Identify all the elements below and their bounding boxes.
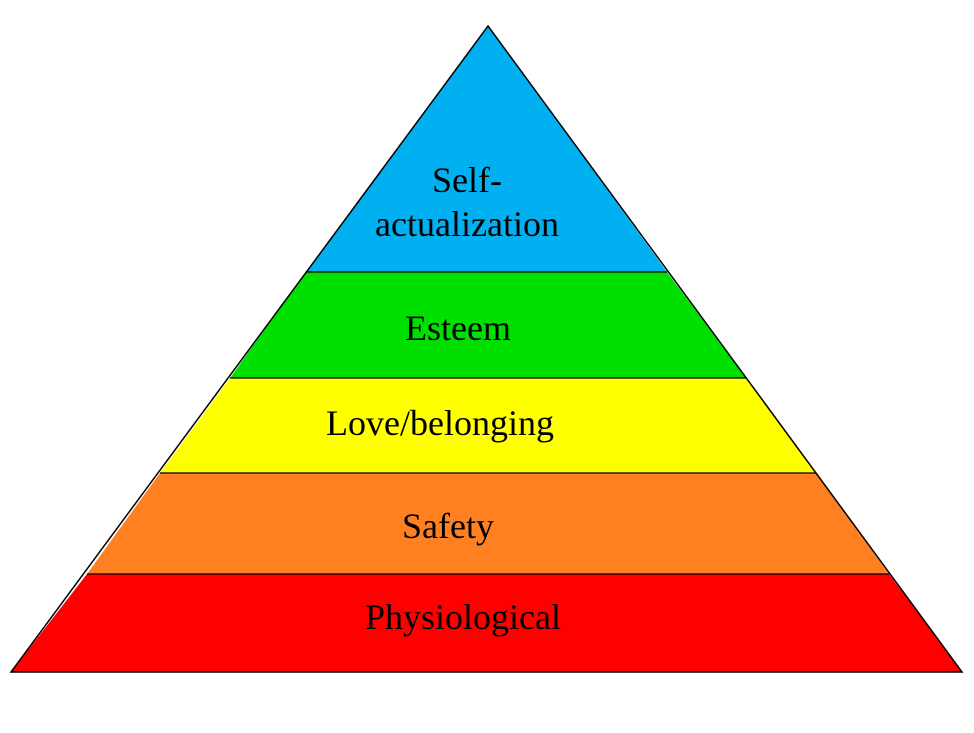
level-esteem-band — [230, 272, 746, 378]
level-esteem-label: Esteem — [405, 308, 511, 348]
pyramid-outline — [9, 24, 964, 673]
level-safety-label: Safety — [402, 506, 494, 546]
level-self-actualization-label: Self- — [432, 160, 502, 200]
level-self-actualization-band — [306, 26, 667, 272]
level-self-actualization-label: actualization — [375, 204, 559, 244]
level-safety-band — [87, 473, 889, 574]
level-love-belonging-label: Love/belonging — [326, 403, 554, 443]
level-love-belonging-band — [160, 378, 816, 473]
level-physiological-label: Physiological — [365, 597, 561, 637]
level-physiological-band — [11, 574, 962, 672]
